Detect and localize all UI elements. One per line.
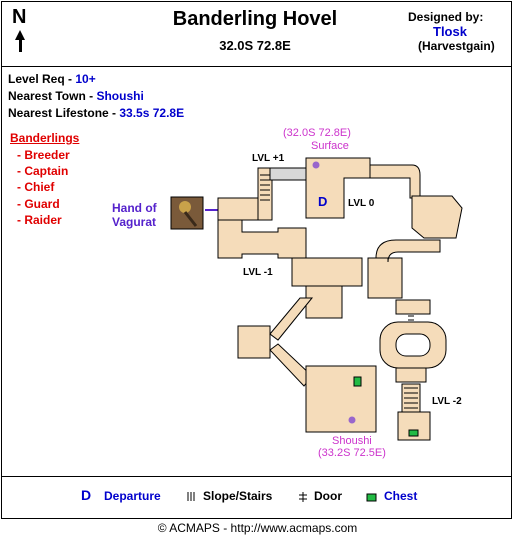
monster-item: - Breeder (17, 148, 70, 162)
loop-inner (395, 333, 431, 357)
author-guild: (Harvestgain) (418, 39, 495, 53)
legend-divider (1, 476, 512, 477)
monster-item: - Raider (17, 213, 62, 227)
shoushi-portal-icon (348, 416, 356, 424)
surface-label: Surface (311, 140, 349, 152)
surface-portal-icon (312, 161, 320, 169)
room-south (305, 365, 377, 433)
room-top-left (217, 197, 261, 221)
lvl-minus1-label: LVL -1 (243, 267, 273, 278)
room-lvl0 (305, 157, 371, 219)
chest-icon (408, 429, 419, 437)
stairs-lvl-plus1 (257, 167, 273, 221)
header-divider (1, 66, 512, 67)
hand-label-line2: Vagurat (112, 215, 157, 229)
nearest-town: Nearest Town - Shoushi (8, 89, 144, 103)
slope-stairs-marks (260, 174, 418, 409)
junction-center (291, 257, 363, 287)
dungeon-floor (217, 157, 463, 441)
legend-chest-label: Chest (384, 489, 418, 503)
lvl-0-label: LVL 0 (348, 198, 375, 209)
page-title: Banderling Hovel (172, 8, 338, 30)
surface-coords: (32.0S 72.8E) (283, 127, 351, 139)
room-right-top (411, 195, 463, 239)
slope-legend-icon (187, 492, 195, 501)
shoushi-label: Shoushi (332, 435, 372, 447)
level-req: Level Req - 10+ (8, 72, 96, 86)
monster-item: - Chief (17, 180, 55, 194)
room-west-l (217, 219, 307, 259)
chest-icon (353, 376, 362, 387)
room-west (237, 325, 271, 359)
nearest-lifestone: Nearest Lifestone - 33.5s 72.8E (8, 106, 185, 120)
corridor-diagonal-up (269, 297, 314, 341)
door-marks (310, 285, 414, 321)
departure-marker: D (318, 194, 328, 209)
hand-of-vagurat-image (170, 196, 204, 230)
map-frame (1, 1, 512, 519)
legend-departure-label: Departure (104, 489, 161, 503)
door-legend-icon (299, 492, 307, 502)
dungeon-coordinates: 32.0S 72.8E (219, 38, 291, 53)
room-loop-top (395, 299, 431, 315)
north-arrow-icon (15, 30, 25, 52)
legend-departure-symbol: D (81, 487, 92, 503)
corridor-arc (375, 239, 441, 263)
lvl-minus2-label: LVL -2 (432, 396, 462, 407)
monster-item: - Guard (17, 197, 60, 211)
designed-by-label: Designed by: (408, 10, 484, 24)
author-name: Tlosk (433, 24, 467, 39)
footer-copyright: © ACMAPS - http://www.acmaps.com (157, 521, 358, 535)
hand-label-line1: Hand of (112, 201, 157, 215)
stairs-to-lvl0 (269, 167, 307, 181)
legend-door-label: Door (314, 489, 342, 503)
shoushi-coords: (33.2S 72.5E) (318, 447, 386, 459)
legend-slope-label: Slope/Stairs (203, 489, 273, 503)
room-lvl-1-east (367, 257, 403, 299)
chest-legend-icon (366, 493, 377, 502)
monster-list-heading: Banderlings (10, 131, 80, 145)
lvl-plus1-label: LVL +1 (252, 153, 285, 164)
compass-letter: N (12, 6, 27, 28)
room-loop-bottom (395, 367, 427, 383)
corridor-upper-right (369, 164, 421, 199)
monster-item: - Captain (17, 164, 69, 178)
